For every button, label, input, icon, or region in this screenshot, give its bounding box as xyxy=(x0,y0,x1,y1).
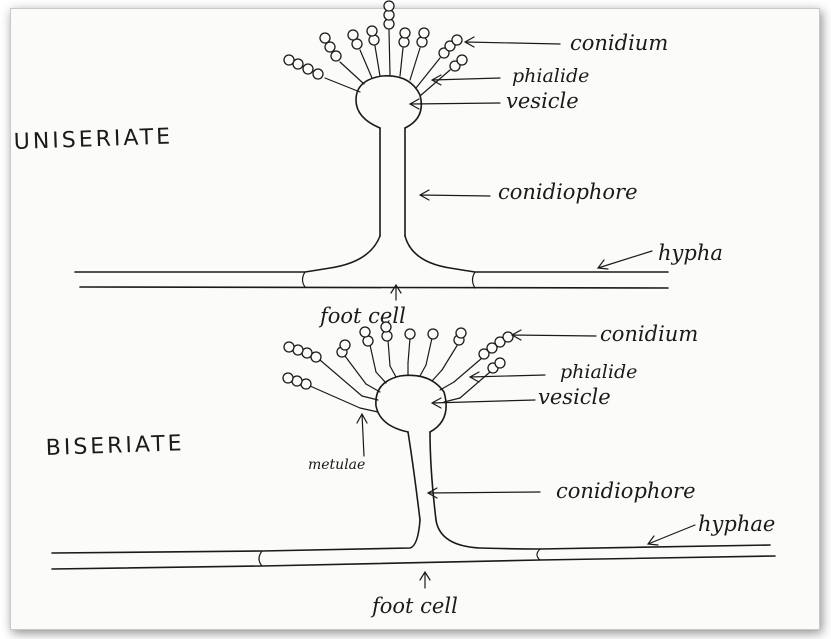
label-foot-cell: foot cell xyxy=(318,304,406,328)
conidia-chains xyxy=(283,0,468,80)
biseriate-arrows xyxy=(356,329,696,589)
arrow-hypha xyxy=(596,250,653,270)
arrow-foot-cell xyxy=(390,283,402,301)
label-conidiophore: conidiophore xyxy=(498,180,638,204)
biseriate-phialides xyxy=(309,337,491,409)
label-hyphae: hyphae xyxy=(698,512,775,536)
metulae xyxy=(359,362,461,413)
phialides xyxy=(324,29,451,97)
hypha-top-line xyxy=(74,235,669,273)
label-conidium-2: conidium xyxy=(600,322,698,346)
label-hypha: hypha xyxy=(658,241,723,265)
uniseriate-figure: UNISERIATE conidium phialide vesicle con… xyxy=(13,0,723,328)
hyphae-top-line xyxy=(51,519,771,554)
hypha-septum-right xyxy=(471,271,476,289)
arrow-hyphae xyxy=(646,524,696,546)
biseriate-conidiophore-stalk xyxy=(407,431,437,521)
hyphae-septum-right xyxy=(536,548,541,561)
label-foot-cell-2: foot cell xyxy=(370,594,458,618)
hypha-septum-left xyxy=(301,271,306,288)
vesicle xyxy=(355,75,423,129)
label-phialide-2: phialide xyxy=(560,361,637,383)
biseriate-figure: BISERIATE conidium phialide vesicle metu… xyxy=(45,321,776,618)
hyphae-septum-left xyxy=(258,550,263,567)
biseriate-conidia-chains xyxy=(282,321,514,390)
arrow-phialide-2 xyxy=(468,371,546,383)
label-conidium: conidium xyxy=(570,31,668,55)
arrow-vesicle xyxy=(408,98,501,110)
label-vesicle-2: vesicle xyxy=(538,385,611,409)
arrow-phialide xyxy=(430,74,501,86)
label-vesicle: vesicle xyxy=(506,89,579,113)
arrow-vesicle-2 xyxy=(430,397,536,409)
arrow-conidium-2 xyxy=(510,329,597,341)
hypha-bottom-line xyxy=(79,286,669,289)
arrow-foot-cell-2 xyxy=(419,570,431,589)
diagram-frame xyxy=(10,8,820,630)
uniseriate-arrows xyxy=(390,36,653,301)
biseriate-vesicle xyxy=(375,374,447,433)
arrow-conidium xyxy=(463,36,561,48)
conidiophore-stalk xyxy=(379,127,406,237)
label-metulae: metulae xyxy=(308,457,365,473)
biseriate-title: BISERIATE xyxy=(45,431,185,461)
label-phialide: phialide xyxy=(512,65,589,87)
uniseriate-title: UNISERIATE xyxy=(13,124,173,155)
arrow-metulae xyxy=(356,412,368,457)
arrow-conidiophore-2 xyxy=(426,487,541,499)
label-conidiophore-2: conidiophore xyxy=(556,479,696,503)
hyphae-bottom-line xyxy=(51,555,776,570)
arrow-conidiophore xyxy=(418,189,491,201)
